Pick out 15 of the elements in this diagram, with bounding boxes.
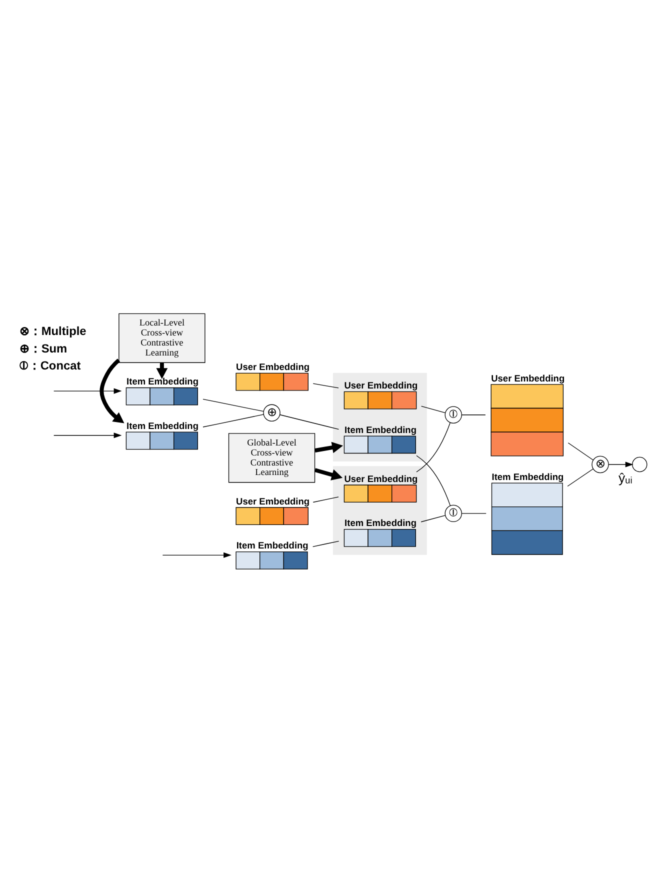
node-label: User Embedding (236, 496, 310, 506)
node-label: Item Embedding (344, 518, 416, 528)
node-label: User Embedding (236, 362, 310, 372)
node-label: Item Embedding (236, 540, 308, 550)
node-label: User Embedding (344, 473, 418, 484)
node-label: Item Embedding (126, 376, 198, 386)
legend-label: ⊕：Sum (19, 340, 68, 355)
legend-label: ⊗：Multiple (19, 324, 86, 338)
node-label: Item Embedding (492, 471, 564, 482)
node-label: ŷᵤᵢ (618, 470, 632, 485)
node-label: User Embedding (491, 372, 565, 383)
legend-label: ⦶：Concat (19, 358, 81, 372)
node-label: User Embedding (344, 380, 418, 390)
node-label: Item Embedding (126, 420, 198, 430)
node-label: Item Embedding (344, 424, 416, 434)
